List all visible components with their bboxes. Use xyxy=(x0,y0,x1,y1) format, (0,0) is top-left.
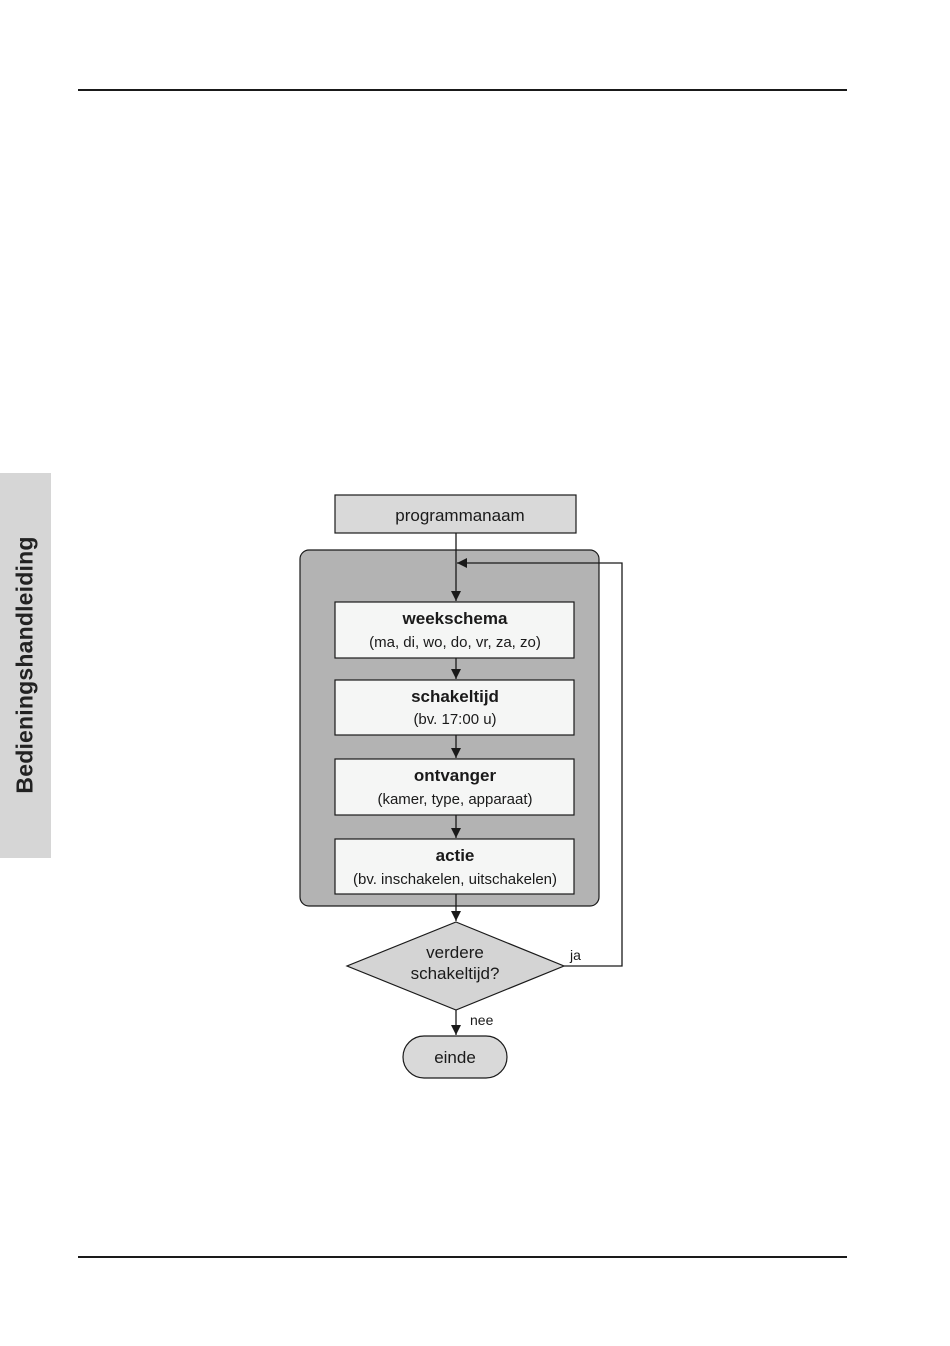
step-subtitle-actie: (bv. inschakelen, uitschakelen) xyxy=(353,871,557,888)
yes-label: ja xyxy=(569,947,581,963)
step-title-ontvanger: ontvanger xyxy=(414,766,497,785)
decision-label-line1: verdere xyxy=(426,943,484,962)
footer-rule xyxy=(78,1256,847,1258)
step-title-weekschema: weekschema xyxy=(402,609,508,628)
end-label: einde xyxy=(434,1048,476,1067)
start-label: programmanaam xyxy=(395,506,524,525)
no-label: nee xyxy=(470,1012,494,1028)
step-title-actie: actie xyxy=(436,846,475,865)
step-title-schakeltijd: schakeltijd xyxy=(411,687,499,706)
step-subtitle-weekschema: (ma, di, wo, do, vr, za, zo) xyxy=(369,634,541,651)
step-subtitle-schakeltijd: (bv. 17:00 u) xyxy=(413,711,496,728)
step-subtitle-ontvanger: (kamer, type, apparaat) xyxy=(377,791,532,808)
decision-label-line2: schakeltijd? xyxy=(411,964,500,983)
